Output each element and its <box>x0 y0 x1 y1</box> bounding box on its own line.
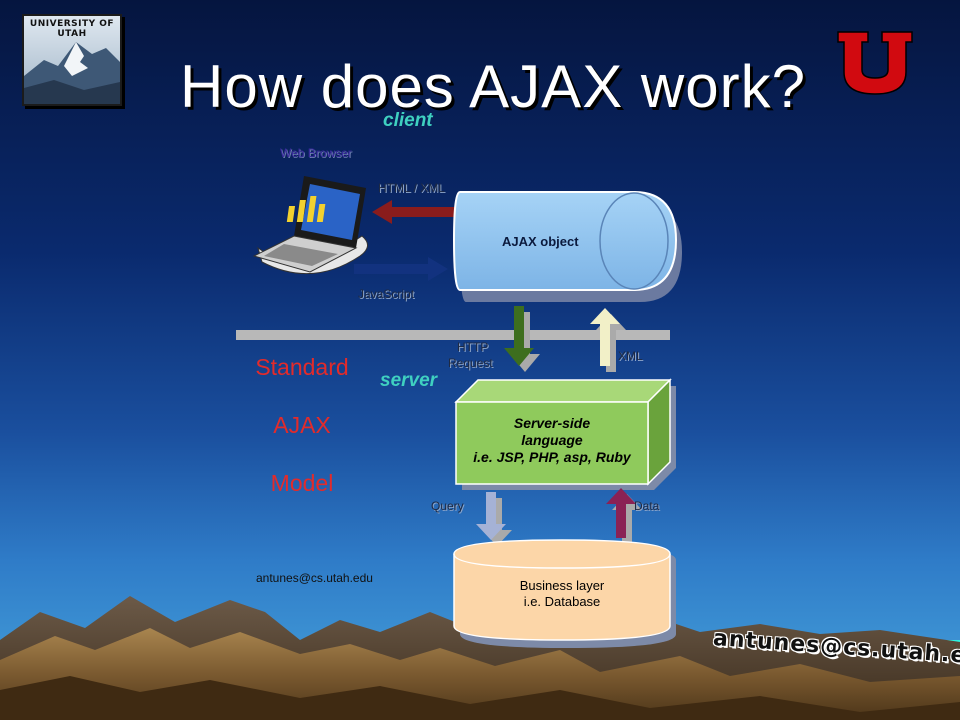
model-label-standard: Standard <box>255 354 349 380</box>
request-label: Request <box>448 356 493 370</box>
client-label: client <box>383 110 433 131</box>
ajax-object-label: AJAX object <box>502 234 579 249</box>
query-arrow <box>476 492 512 546</box>
javascript-label: JavaScript <box>358 287 415 301</box>
database-line-1: Business layer <box>519 578 605 593</box>
data-arrow <box>606 488 642 544</box>
server-label: server <box>380 370 438 391</box>
laptop-icon <box>252 176 368 275</box>
model-label-model: Model <box>270 470 334 496</box>
logo-text: UNIVERSITY OF UTAH <box>29 19 115 39</box>
server-box-line-3: i.e. JSP, PHP, asp, Ruby <box>473 449 631 465</box>
response-arrow <box>388 207 456 217</box>
server-box-text: Server-side language i.e. JSP, PHP, asp,… <box>456 415 648 466</box>
block-u-logo <box>837 31 913 95</box>
html-xml-label: HTML / XML <box>378 181 445 195</box>
request-arrow <box>354 264 430 274</box>
web-browser-label: Web Browser <box>280 146 352 160</box>
database-box-text: Business layer i.e. Database <box>454 578 670 610</box>
server-box-line-1: Server-side <box>513 415 591 431</box>
database-cylinder <box>453 539 676 648</box>
server-box-line-2: language <box>521 432 583 448</box>
server-side-box <box>454 378 676 490</box>
mountain-photo-icon <box>24 42 120 104</box>
database-line-2: i.e. Database <box>523 594 601 609</box>
client-server-divider <box>236 330 670 340</box>
query-label: Query <box>431 499 464 513</box>
footer-email: antunes@cs.utah.edu <box>256 571 373 585</box>
ajax-object-cylinder <box>452 191 682 302</box>
slide-title: How does AJAX work? <box>180 53 806 120</box>
xml-label: XML <box>618 349 643 363</box>
http-request-arrow <box>504 306 540 372</box>
university-logo: UNIVERSITY OF UTAH <box>22 14 122 106</box>
data-label: Data <box>634 499 660 513</box>
xml-response-arrow <box>590 308 626 372</box>
model-label-ajax: AJAX <box>273 412 331 438</box>
http-label: HTTP <box>457 340 489 354</box>
